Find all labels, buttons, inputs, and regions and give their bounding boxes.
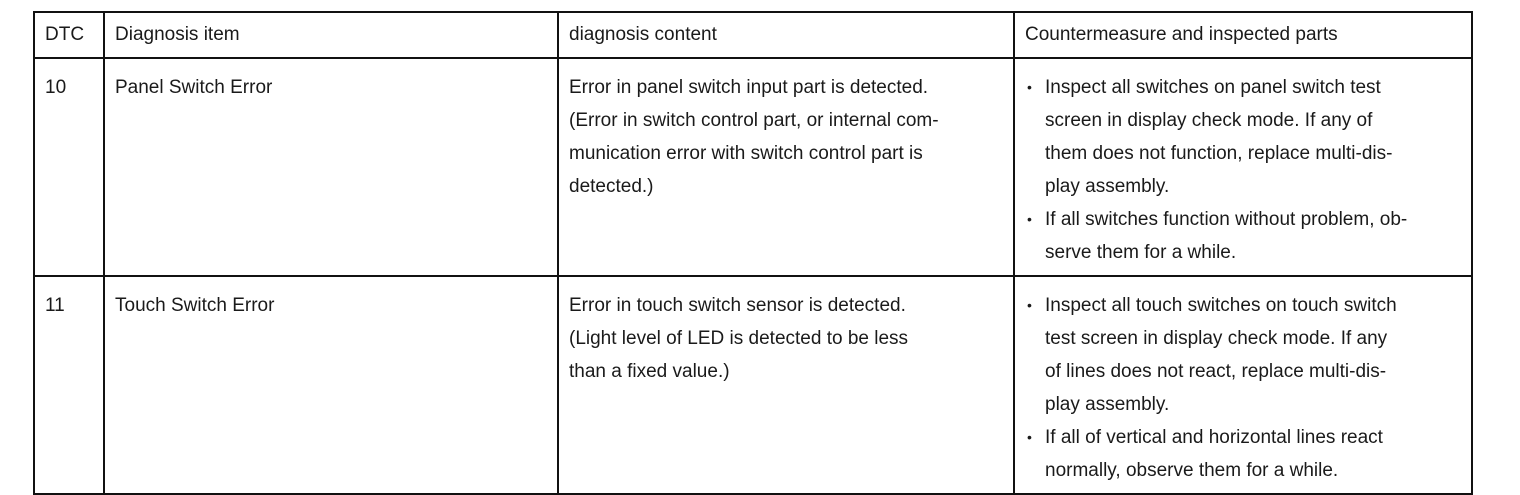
countermeasure-line: play assembly. <box>1045 394 1170 415</box>
diagnosis-content: Error in touch switch sensor is detected… <box>559 277 1013 394</box>
content-line: Error in touch switch sensor is detected… <box>569 295 906 316</box>
countermeasure-line: If all switches function without problem… <box>1045 209 1408 230</box>
content-line: detected.) <box>569 176 654 197</box>
dtc-code: 11 <box>45 295 65 316</box>
countermeasure-line: screen in display check mode. If any of <box>1045 110 1373 131</box>
diagnosis-item-cell: Touch Switch Error <box>103 275 559 495</box>
countermeasure-line: play assembly. <box>1045 176 1170 197</box>
header-diagnosis-content: diagnosis content <box>557 11 1015 59</box>
dtc-cell: 10 <box>33 57 105 277</box>
countermeasure-item: • If all of vertical and horizontal line… <box>1025 421 1461 487</box>
countermeasure-line: Inspect all touch switches on touch swit… <box>1045 295 1397 316</box>
diagnosis-content: Error in panel switch input part is dete… <box>559 59 1013 209</box>
countermeasure-list: • Inspect all touch switches on touch sw… <box>1025 289 1461 487</box>
table-row: 10 Panel Switch Error Error in panel swi… <box>33 57 1473 277</box>
header-countermeasure: Countermeasure and inspected parts <box>1013 11 1473 59</box>
diagnosis-item-cell: Panel Switch Error <box>103 57 559 277</box>
diagnosis-item: Touch Switch Error <box>115 295 275 316</box>
header-dtc: DTC <box>33 11 105 59</box>
countermeasure-line: of lines does not react, replace multi-d… <box>1045 361 1387 382</box>
countermeasure-cell: • Inspect all switches on panel switch t… <box>1013 57 1473 277</box>
table-header-row: DTC Diagnosis item diagnosis content Cou… <box>33 11 1473 59</box>
bullet-icon: • <box>1027 79 1032 95</box>
countermeasure-item: • Inspect all touch switches on touch sw… <box>1025 289 1461 421</box>
diagnosis-content-cell: Error in touch switch sensor is detected… <box>557 275 1015 495</box>
countermeasure-list: • Inspect all switches on panel switch t… <box>1025 71 1461 269</box>
diagnosis-table: DTC Diagnosis item diagnosis content Cou… <box>33 11 1473 495</box>
countermeasure-item: • If all switches function without probl… <box>1025 203 1461 269</box>
header-diagnosis-item: Diagnosis item <box>103 11 559 59</box>
dtc-code: 10 <box>45 77 67 98</box>
countermeasure-item: • Inspect all switches on panel switch t… <box>1025 71 1461 203</box>
countermeasure-line: If all of vertical and horizontal lines … <box>1045 427 1383 448</box>
bullet-icon: • <box>1027 429 1032 445</box>
bullet-icon: • <box>1027 211 1032 227</box>
content-line: (Light level of LED is detected to be le… <box>569 328 909 349</box>
table-row: 11 Touch Switch Error Error in touch swi… <box>33 275 1473 495</box>
countermeasure-line: Inspect all switches on panel switch tes… <box>1045 77 1381 98</box>
diagnosis-content-cell: Error in panel switch input part is dete… <box>557 57 1015 277</box>
content-line: munication error with switch control par… <box>569 143 923 164</box>
content-line: than a fixed value.) <box>569 361 730 382</box>
countermeasure-line: them does not function, replace multi-di… <box>1045 143 1393 164</box>
countermeasure-line: normally, observe them for a while. <box>1045 460 1339 481</box>
diagnosis-item: Panel Switch Error <box>115 77 273 98</box>
bullet-icon: • <box>1027 297 1032 313</box>
dtc-cell: 11 <box>33 275 105 495</box>
content-line: Error in panel switch input part is dete… <box>569 77 929 98</box>
countermeasure-line: serve them for a while. <box>1045 242 1237 263</box>
content-line: (Error in switch control part, or intern… <box>569 110 939 131</box>
countermeasure-cell: • Inspect all touch switches on touch sw… <box>1013 275 1473 495</box>
countermeasure-line: test screen in display check mode. If an… <box>1045 328 1388 349</box>
